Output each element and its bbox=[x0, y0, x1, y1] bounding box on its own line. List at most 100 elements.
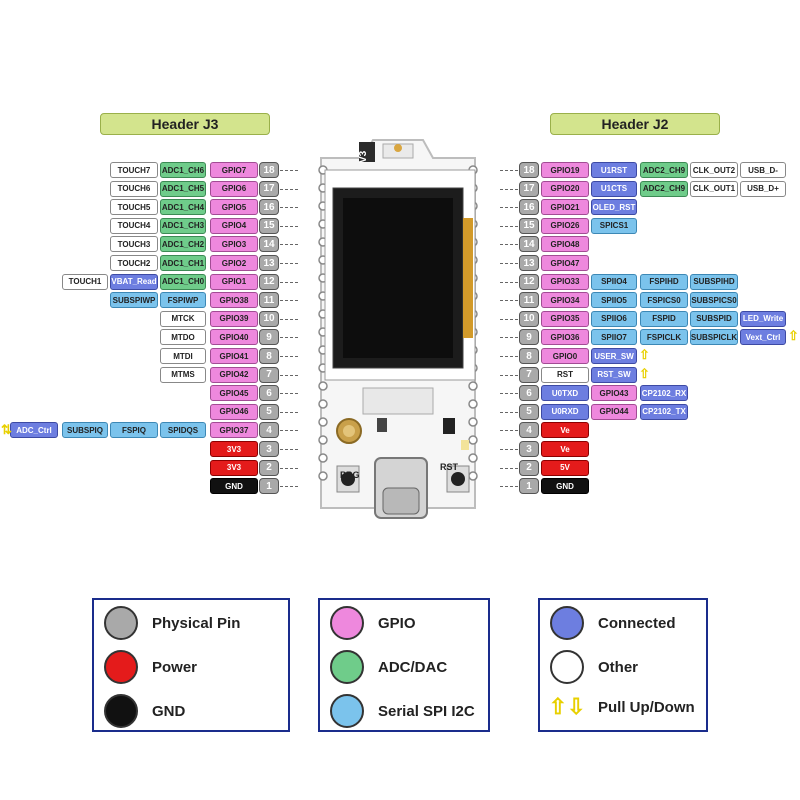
adc-label: ADC1_CH5 bbox=[160, 180, 206, 197]
physical-pin: 3 bbox=[259, 441, 279, 457]
gpio-label: RST bbox=[541, 366, 589, 383]
legend-swatch-icon bbox=[550, 650, 584, 684]
serial-label: SUBSPIQ bbox=[62, 422, 108, 439]
physical-pin: 12 bbox=[519, 273, 539, 290]
gpio-label: GPIO40 bbox=[210, 329, 258, 346]
legend-label: GND bbox=[152, 702, 186, 720]
other-label: TOUCH2 bbox=[110, 255, 158, 271]
physical-pin: 2 bbox=[519, 459, 539, 476]
legend-label: Physical Pin bbox=[152, 614, 241, 632]
physical-pin: 7 bbox=[259, 366, 279, 383]
pin-leader bbox=[280, 374, 298, 376]
serial-label: SUBSPICS0 bbox=[690, 292, 738, 309]
legend-item: Physical Pin bbox=[104, 606, 240, 640]
pull-up-arrow-icon: ⇧ bbox=[639, 365, 650, 381]
other-label: TOUCH1 bbox=[62, 273, 108, 290]
power-label: 5V bbox=[541, 459, 589, 476]
pin-leader bbox=[280, 207, 298, 209]
legend-swatch-icon bbox=[104, 694, 138, 728]
serial-label: SUBSPID bbox=[690, 310, 738, 327]
other-label: CLK_OUT1 bbox=[690, 180, 738, 197]
physical-pin: 17 bbox=[519, 180, 539, 197]
physical-pin: 3 bbox=[519, 441, 539, 457]
pin-leader bbox=[500, 225, 518, 227]
pin-leader bbox=[280, 449, 298, 450]
power-label: 3V3 bbox=[210, 459, 258, 476]
physical-pin: 8 bbox=[259, 348, 279, 364]
legend-item: Serial SPI I2C bbox=[330, 694, 475, 728]
physical-pin: 9 bbox=[519, 329, 539, 346]
legend-swatch-icon bbox=[330, 606, 364, 640]
adc-label: ADC2_CH9 bbox=[640, 162, 688, 178]
legend-swatch-icon bbox=[330, 650, 364, 684]
pin-leader bbox=[500, 356, 518, 357]
other-label: MTDI bbox=[160, 348, 206, 364]
power-label: 3V3 bbox=[210, 441, 258, 457]
adc-label: ADC1_CH4 bbox=[160, 199, 206, 216]
gpio-label: GPIO7 bbox=[210, 162, 258, 178]
serial-label: SUBSPIHD bbox=[690, 273, 738, 290]
legend-label: Pull Up/Down bbox=[598, 698, 695, 716]
gpio-label: GPIO6 bbox=[210, 180, 258, 197]
connected-label: U1RST bbox=[591, 162, 637, 178]
gpio-label: GPIO48 bbox=[541, 236, 589, 253]
connected-label: OLED_RST bbox=[591, 199, 637, 216]
other-label: TOUCH6 bbox=[110, 180, 158, 197]
header-j3-title: Header J3 bbox=[100, 113, 270, 135]
gpio-label: GPIO39 bbox=[210, 310, 258, 327]
serial-label: FSPIWP bbox=[160, 292, 206, 309]
serial-label: SPIDQS bbox=[160, 422, 206, 439]
other-label: TOUCH5 bbox=[110, 199, 158, 216]
pin-leader bbox=[500, 411, 518, 413]
adc-label: ADC1_CH1 bbox=[160, 255, 206, 271]
gpio-label: GPIO42 bbox=[210, 366, 258, 383]
gnd-label: GND bbox=[541, 478, 589, 495]
pin-leader bbox=[280, 170, 298, 171]
gpio-label: GPIO45 bbox=[210, 385, 258, 402]
connected-label: U1CTS bbox=[591, 180, 637, 197]
pin-leader bbox=[500, 486, 518, 488]
pin-leader bbox=[500, 207, 518, 209]
legend-item: Power bbox=[104, 650, 197, 684]
pin-leader bbox=[280, 467, 298, 469]
legend-item: GPIO bbox=[330, 606, 416, 640]
gpio-label: GPIO38 bbox=[210, 292, 258, 309]
physical-pin: 16 bbox=[259, 199, 279, 216]
physical-pin: 13 bbox=[519, 255, 539, 271]
connected-label: ADC_Ctrl bbox=[10, 422, 58, 439]
gpio-label: GPIO36 bbox=[541, 329, 589, 346]
pin-leader bbox=[500, 393, 518, 395]
pin-leader bbox=[500, 244, 518, 246]
pin-leader bbox=[280, 337, 298, 339]
legend-item: ⇧⇩Pull Up/Down bbox=[549, 694, 695, 720]
serial-label: FSPIQ bbox=[110, 422, 158, 439]
serial-label: SPIIO4 bbox=[591, 273, 637, 290]
gpio-label: GPIO37 bbox=[210, 422, 258, 439]
legend-label: Other bbox=[598, 658, 639, 676]
gpio-label: U0TXD bbox=[541, 385, 589, 402]
physical-pin: 11 bbox=[259, 292, 279, 309]
pin-leader bbox=[280, 300, 298, 302]
adc-label: ADC1_CH3 bbox=[160, 217, 206, 234]
connected-label: RST_SW bbox=[591, 366, 637, 383]
pin-leader bbox=[500, 188, 518, 190]
physical-pin: 6 bbox=[259, 385, 279, 402]
pin-leader bbox=[280, 263, 298, 264]
pin-leader bbox=[280, 393, 298, 395]
legend-item: Other bbox=[550, 650, 638, 684]
physical-pin: 11 bbox=[519, 292, 539, 309]
gpio-label: GPIO33 bbox=[541, 273, 589, 290]
physical-pin: 10 bbox=[259, 310, 279, 327]
serial-label: FSPIHD bbox=[640, 273, 688, 290]
other-label: TOUCH4 bbox=[110, 217, 158, 234]
serial-label: SUBSPICLK bbox=[690, 329, 738, 346]
power-label: Ve bbox=[541, 422, 589, 439]
gpio-label: GPIO47 bbox=[541, 255, 589, 271]
pull-up-arrow-icon: ⇅ bbox=[1, 422, 12, 438]
gpio-label: GPIO34 bbox=[541, 292, 589, 309]
physical-pin: 6 bbox=[519, 385, 539, 402]
connected-label: CP2102_TX bbox=[640, 403, 688, 420]
gpio-label: GPIO2 bbox=[210, 255, 258, 271]
gpio-label: GPIO0 bbox=[541, 348, 589, 364]
